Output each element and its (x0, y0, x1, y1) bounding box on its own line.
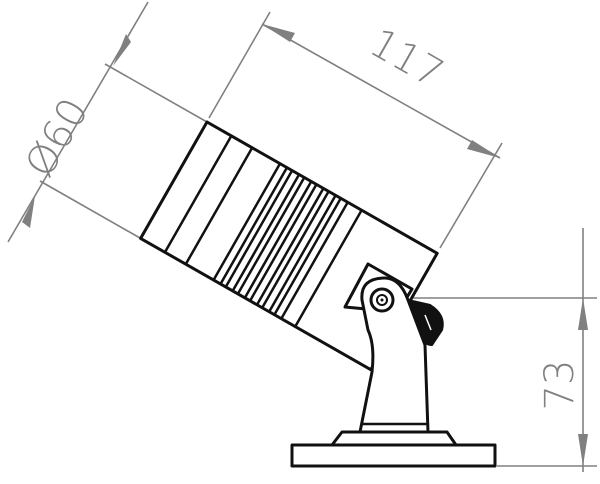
base-plate (290, 443, 497, 468)
height-dimension: 73 (395, 228, 597, 472)
cooling-fins (212, 162, 349, 320)
height-label: 73 (537, 360, 583, 411)
base-step (330, 430, 458, 447)
diameter-label: Ø60 (17, 91, 98, 185)
length-label: 117 (362, 20, 451, 98)
bracket-arm (358, 276, 430, 434)
